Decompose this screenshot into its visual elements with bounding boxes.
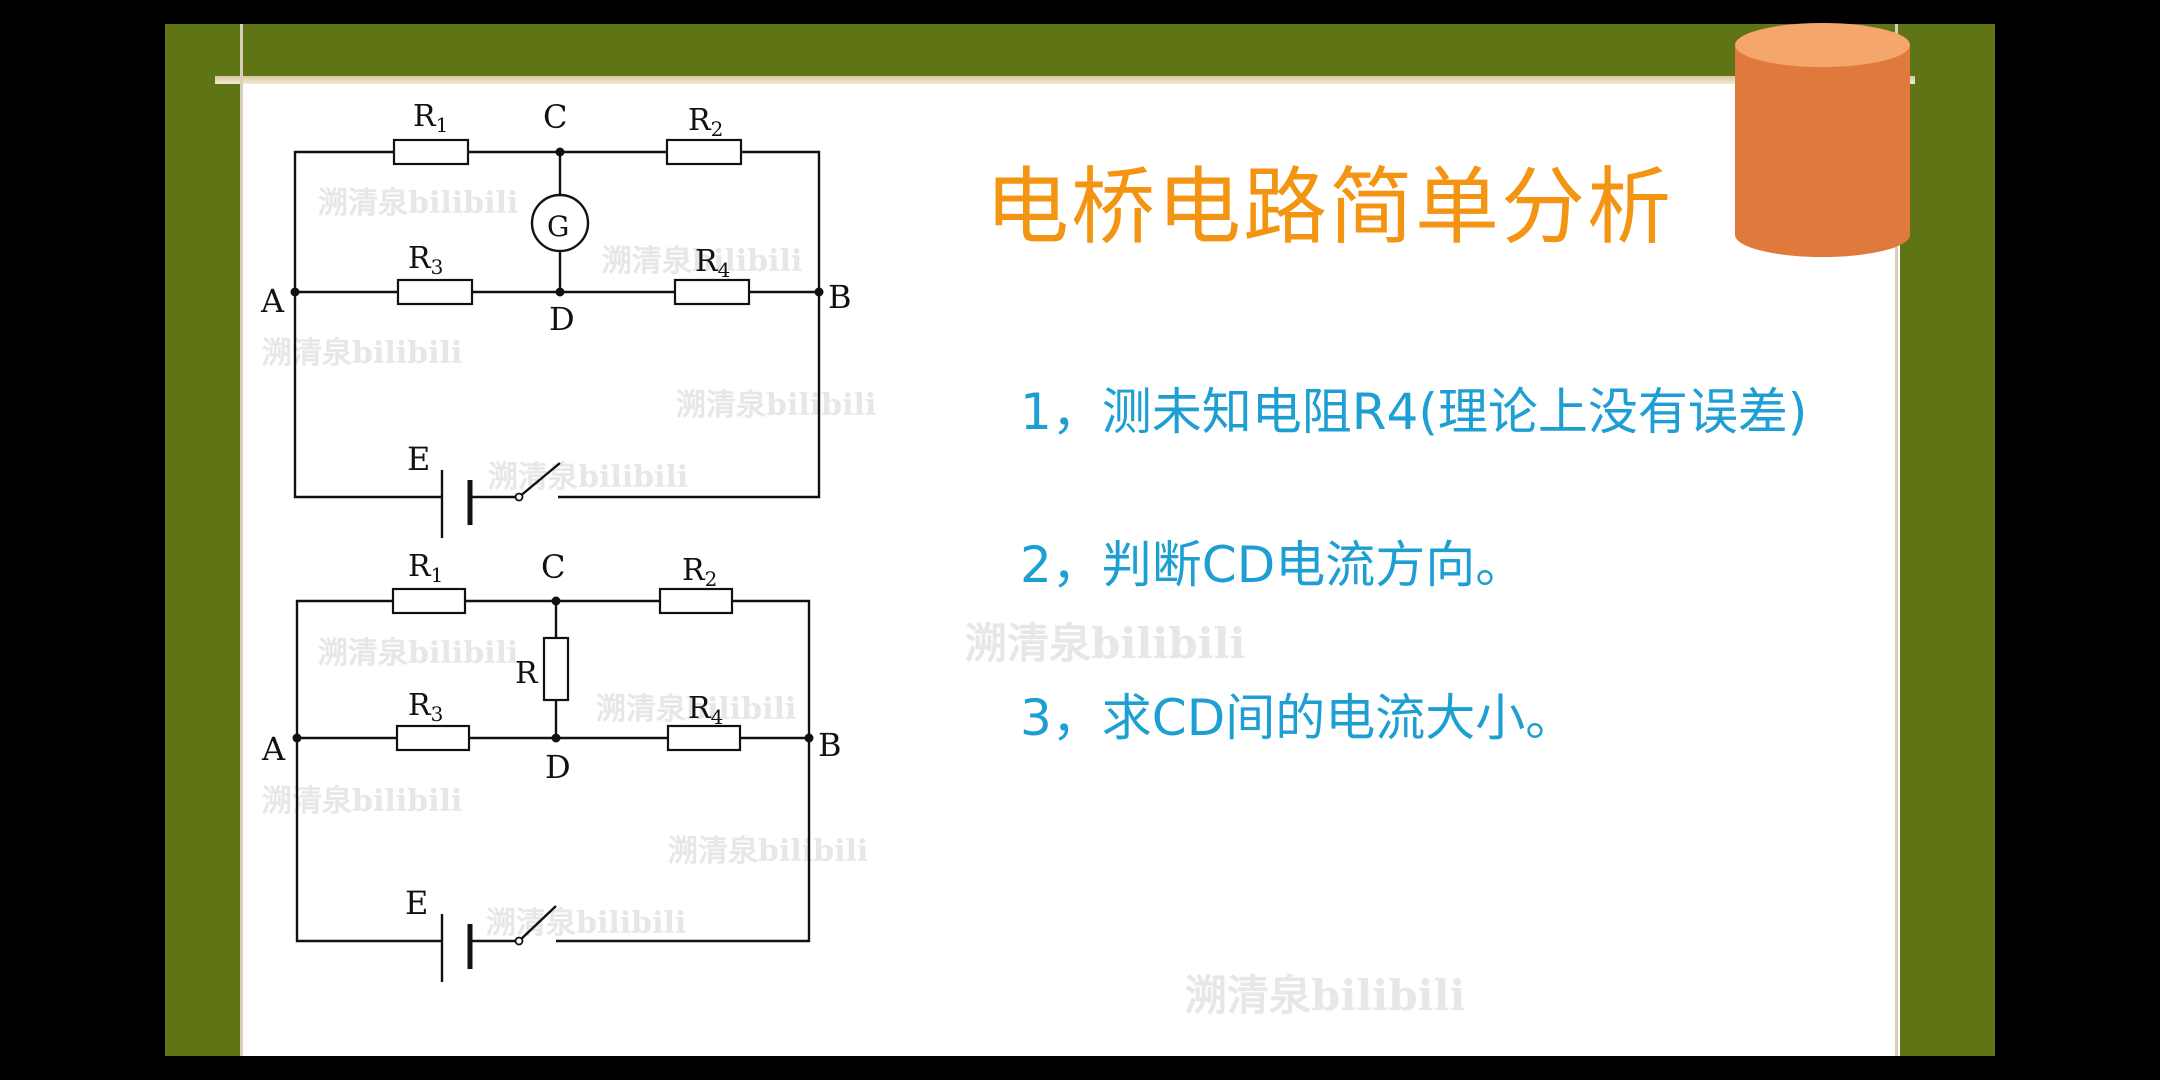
node-c (551, 596, 561, 606)
resistor-r3 (396, 278, 474, 306)
label-c: C (541, 548, 565, 586)
resistor-r2 (665, 138, 743, 166)
cylinder-decoration (1735, 23, 1910, 257)
resistor-r1 (392, 138, 470, 166)
label-r1: R1 (413, 99, 448, 137)
galvanometer (530, 193, 590, 253)
label-b: B (818, 726, 842, 764)
switch-pivot (514, 492, 524, 502)
watermark: 溯清泉bilibili (486, 906, 687, 941)
list-item: 3，求CD间的电流大小。 (1020, 689, 1576, 747)
resistor-r1 (391, 587, 467, 615)
label-c: C (543, 98, 567, 136)
label-d: D (549, 300, 575, 338)
node-d (551, 733, 561, 743)
resistor-r4 (666, 724, 742, 752)
node-a (290, 287, 300, 297)
watermark: 溯清泉bilibili (965, 619, 1246, 668)
resistor-r (542, 636, 570, 702)
resistor-r2 (658, 587, 734, 615)
label-e: E (407, 440, 430, 478)
watermark: 溯清泉bilibili (1185, 971, 1466, 1020)
node-a (292, 733, 302, 743)
label-r4: R4 (695, 244, 730, 282)
switch-pivot (514, 936, 524, 946)
node-d (555, 287, 565, 297)
label-r2: R2 (682, 553, 717, 591)
label-g: G (547, 210, 569, 243)
label-a: A (261, 730, 286, 768)
label-r1: R1 (408, 549, 443, 587)
watermark: 溯清泉bilibili (318, 186, 519, 221)
label-r3: R3 (408, 688, 443, 726)
label-r2: R2 (688, 103, 723, 141)
list-item: 1，测未知电阻R4(理论上没有误差) (1020, 383, 1808, 441)
watermark: 溯清泉bilibili (668, 834, 869, 869)
node-c (555, 147, 565, 157)
node-b (804, 733, 814, 743)
label-d: D (545, 748, 571, 786)
label-r: R (515, 656, 539, 691)
whiteboard (240, 80, 1900, 1056)
watermark: 溯清泉bilibili (262, 784, 463, 819)
watermark: 溯清泉bilibili (488, 460, 689, 495)
watermark: 溯清泉bilibili (318, 636, 519, 671)
left-post (240, 24, 243, 1056)
label-a: A (260, 282, 285, 320)
right-post (1895, 24, 1898, 1056)
watermark: 溯清泉bilibili (602, 244, 803, 279)
list-item: 2，判断CD电流方向。 (1020, 536, 1526, 594)
node-b (814, 287, 824, 297)
board-top-rail (215, 76, 1915, 84)
watermark: 溯清泉bilibili (676, 388, 877, 423)
resistor-r4 (673, 278, 751, 306)
slide-title: 电桥电路简单分析 (985, 158, 1674, 256)
watermark: 溯清泉bilibili (596, 692, 797, 727)
label-r3: R3 (408, 241, 443, 279)
resistor-r3 (395, 724, 471, 752)
label-e: E (405, 884, 428, 922)
label-r4: R4 (688, 691, 723, 729)
label-b: B (828, 278, 852, 316)
